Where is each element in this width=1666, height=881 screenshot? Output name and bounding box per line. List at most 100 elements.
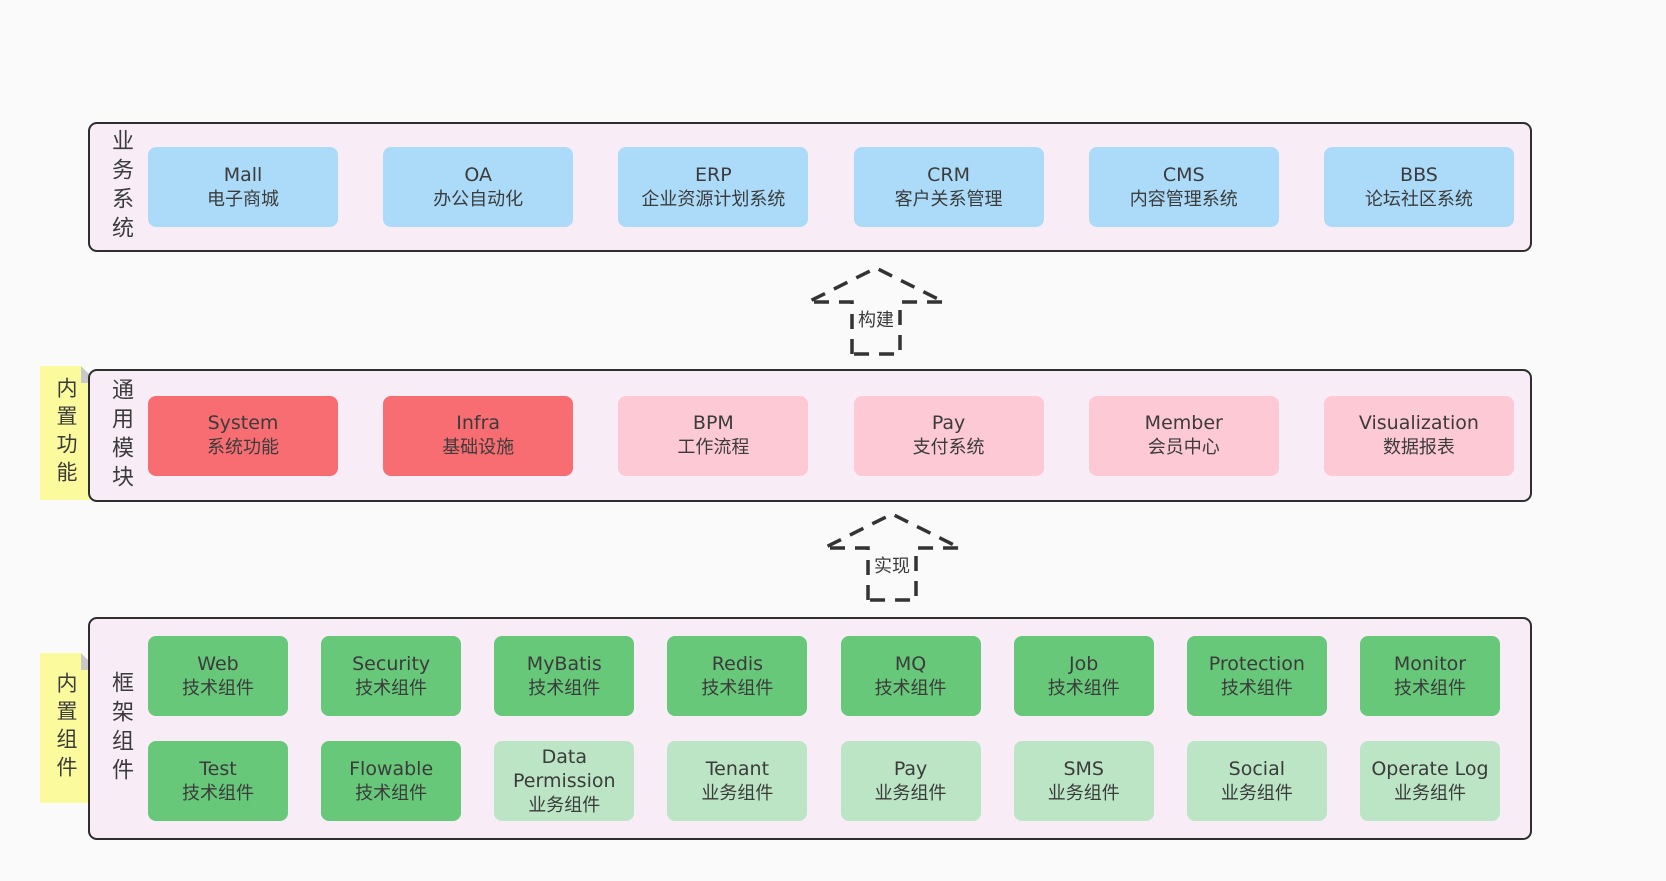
box-title: Security (352, 652, 431, 675)
sticky-tab-label: 内置组件 (54, 672, 78, 784)
box-subtitle: 技术组件 (355, 677, 428, 699)
box-title: System (207, 412, 279, 435)
box-subtitle: 内容管理系统 (1129, 188, 1238, 210)
box-title: Member (1144, 412, 1223, 435)
dashed-up-arrow-icon (807, 266, 945, 356)
box-title: Operate Log (1371, 757, 1489, 780)
box-subtitle: 技术组件 (355, 782, 428, 804)
box-subtitle: 业务组件 (1393, 782, 1466, 804)
box-title: MQ (894, 652, 927, 675)
box-title: Pay (893, 757, 928, 780)
box-title: BBS (1400, 163, 1438, 186)
box-title: SMS (1063, 757, 1104, 780)
box-title: Tenant (705, 757, 770, 780)
box-title: Monitor (1393, 652, 1467, 675)
box-subtitle: 技术组件 (1393, 677, 1466, 699)
arrow-build: 构建 (806, 266, 946, 356)
box-subtitle: 技术组件 (528, 677, 601, 699)
box-subtitle: 系统功能 (207, 437, 279, 459)
box-subtitle: 支付系统 (912, 437, 985, 459)
box-title: Social (1228, 757, 1286, 780)
box-subtitle: 工作流程 (677, 437, 750, 459)
box-subtitle: 技术组件 (182, 782, 254, 804)
box-title: Flowable (349, 757, 434, 780)
box-subtitle: 基础设施 (442, 437, 515, 459)
box-title: ERP (695, 163, 732, 186)
box-title: Test (199, 757, 237, 780)
box-subtitle: 业务组件 (528, 794, 601, 816)
box-title: Visualization (1358, 412, 1479, 435)
box-subtitle: 技术组件 (182, 677, 254, 699)
box-title: Web (197, 652, 239, 675)
section-label: 通用模块 (108, 377, 133, 494)
box-subtitle: 办公自动化 (433, 188, 524, 210)
dashed-up-arrow-icon (823, 512, 961, 602)
box-title: Protection (1208, 652, 1305, 675)
box-title: MyBatis (526, 652, 602, 675)
box-subtitle: 业务组件 (1047, 782, 1120, 804)
section-label: 框架组件 (108, 670, 133, 787)
box-title: Infra (456, 412, 501, 435)
box-title: OA (464, 163, 492, 186)
sticky-tab-label: 内置功能 (54, 377, 78, 489)
box-title: CRM (927, 163, 970, 186)
arrow-implement: 实现 (822, 512, 962, 602)
box-subtitle: 技术组件 (1047, 677, 1120, 699)
box-subtitle: 业务组件 (874, 782, 947, 804)
arrow-label: 实现 (871, 552, 913, 578)
box-title: Pay (931, 412, 966, 435)
box-subtitle: 业务组件 (701, 782, 774, 804)
box-subtitle: 技术组件 (1220, 677, 1293, 699)
box-subtitle: 业务组件 (1220, 782, 1293, 804)
box-title: Redis (711, 652, 764, 675)
box-subtitle: 技术组件 (701, 677, 774, 699)
box-title: Job (1069, 652, 1099, 675)
box-subtitle: 技术组件 (874, 677, 947, 699)
box-title: Data Permission (513, 745, 616, 793)
box-title: Mall (223, 163, 263, 186)
arrow-label: 构建 (855, 306, 897, 332)
box-title: BPM (692, 412, 734, 435)
box-subtitle: 客户关系管理 (894, 188, 1003, 210)
box-subtitle: 企业资源计划系统 (641, 188, 786, 210)
box-title: CMS (1162, 163, 1205, 186)
section-label: 业务系统 (108, 129, 133, 245)
box-subtitle: 论坛社区系统 (1364, 188, 1473, 210)
box-subtitle: 会员中心 (1147, 437, 1220, 459)
